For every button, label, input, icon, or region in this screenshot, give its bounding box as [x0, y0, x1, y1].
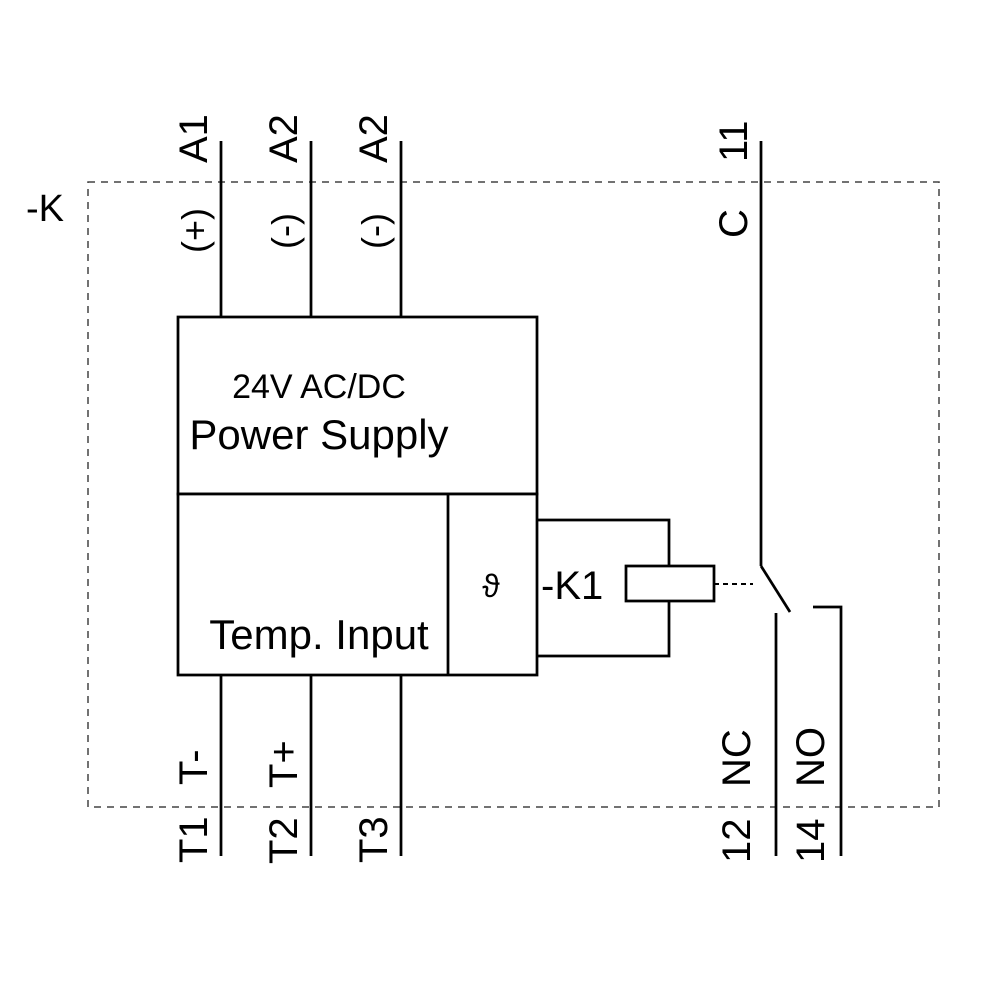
relay-coil — [624, 564, 716, 603]
device-boundary — [87, 181, 940, 808]
relay-coil-label: -K1 — [541, 564, 603, 608]
temperature-sensor-icon: ϑ — [482, 568, 500, 604]
terminal-14-function: NO — [789, 727, 833, 787]
coil-wire-bottom — [537, 601, 671, 658]
device-label: -K — [26, 188, 64, 230]
terminal-11-label: 11 — [712, 120, 756, 162]
power-supply-label: Power Supply — [189, 411, 448, 458]
power-supply-voltage: 24V AC/DC — [232, 368, 406, 406]
contact-blade — [759, 565, 792, 613]
terminal-11-function: C — [712, 209, 756, 238]
temp-input-box — [176, 492, 539, 677]
terminal-a1-label: A1 — [172, 114, 216, 163]
terminal-a1-function: (+) — [174, 208, 215, 253]
temp-input-label: Temp. Input — [209, 611, 429, 658]
terminal-t2-label: T2 — [262, 817, 306, 864]
wire-terminal-14 — [813, 605, 843, 856]
terminal-12-label: 12 — [715, 819, 759, 864]
power-supply-box — [176, 315, 539, 496]
terminal-a2b-function: (-) — [354, 213, 395, 249]
terminal-a2a-function: (-) — [264, 213, 305, 249]
terminal-t3-label: T3 — [352, 816, 396, 863]
terminal-a2a-label: A2 — [262, 114, 306, 163]
terminal-14-label: 14 — [789, 819, 833, 864]
terminal-12-function: NC — [715, 729, 759, 787]
coil-wire-top — [537, 518, 671, 566]
terminal-t2-function: T+ — [262, 740, 306, 788]
terminal-a2b-label: A2 — [352, 114, 396, 163]
terminal-t1-function: T- — [172, 749, 216, 785]
terminal-t1-label: T1 — [172, 816, 216, 863]
